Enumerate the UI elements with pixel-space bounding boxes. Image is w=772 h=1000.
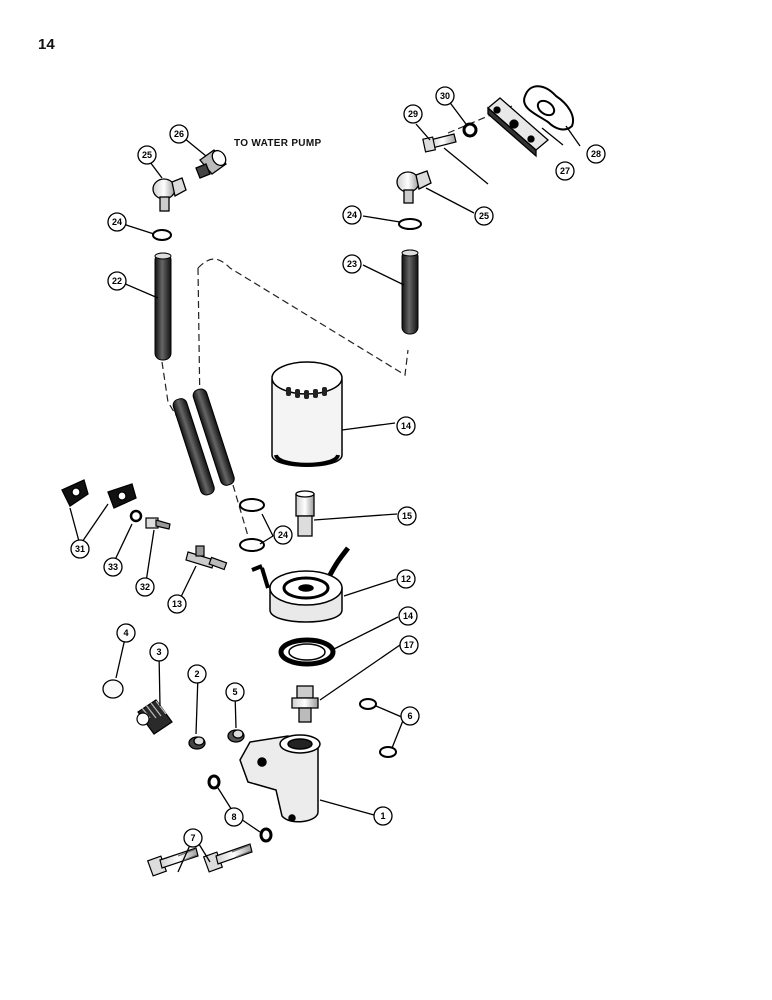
- fitting-26: [195, 149, 227, 179]
- lower-hoses: [172, 388, 235, 496]
- svg-text:7: 7: [190, 833, 195, 843]
- gasket-28: [523, 85, 574, 131]
- svg-text:26: 26: [174, 129, 184, 139]
- callout-1: 1: [373, 806, 393, 826]
- svg-text:4: 4: [123, 628, 128, 638]
- svg-text:24: 24: [112, 217, 122, 227]
- nut-33: [129, 509, 143, 523]
- svg-text:25: 25: [479, 211, 489, 221]
- svg-text:14: 14: [401, 421, 411, 431]
- callout-25-left: 24: [107, 212, 127, 232]
- svg-text:25: 25: [142, 150, 152, 160]
- svg-text:15: 15: [402, 511, 412, 521]
- oil-cooler-12: [251, 546, 350, 623]
- page-number: 14: [38, 36, 55, 53]
- callout-12: 12: [396, 569, 416, 589]
- callout-32: 32: [135, 577, 155, 597]
- clips-31: [61, 479, 137, 509]
- lock-washers-8: [207, 774, 273, 843]
- clamps-25: [152, 218, 422, 552]
- callout-25-right: 24: [342, 205, 362, 225]
- svg-text:6: 6: [407, 711, 412, 721]
- svg-text:1: 1: [380, 811, 385, 821]
- callouts: 25 26 24 22 23 24 25 27 28 29 30 14 15 2…: [70, 86, 606, 848]
- svg-text:13: 13: [172, 599, 182, 609]
- svg-text:12: 12: [401, 574, 411, 584]
- nipple-16: [295, 490, 315, 537]
- plug-2: [188, 736, 206, 750]
- callout-4: 4: [116, 623, 136, 643]
- callout-24-left: 25: [137, 145, 157, 165]
- svg-text:24: 24: [278, 530, 288, 540]
- svg-text:31: 31: [75, 544, 85, 554]
- bolts-7: [146, 843, 253, 877]
- svg-text:22: 22: [112, 276, 122, 286]
- elbow-24-left: [152, 177, 187, 212]
- washer-30: [462, 122, 478, 138]
- o-rings-6: [359, 698, 397, 758]
- bolt-29: [422, 133, 457, 153]
- housing-1: [239, 734, 321, 823]
- elbow-24-right: [396, 170, 432, 204]
- svg-text:32: 32: [140, 582, 150, 592]
- to-water-pump-note: TO WATER PUMP: [234, 138, 322, 149]
- screw-32: [145, 517, 171, 530]
- callout-5: 5: [225, 682, 245, 702]
- callout-16: 15: [397, 506, 417, 526]
- callout-23: 23: [342, 254, 362, 274]
- callout-6: 6: [400, 706, 420, 726]
- callout-7: 7: [183, 828, 203, 848]
- svg-text:28: 28: [591, 149, 601, 159]
- cap-4: [102, 679, 124, 699]
- callout-28: 28: [586, 144, 606, 164]
- callout-27: 27: [555, 161, 575, 181]
- svg-text:23: 23: [347, 259, 357, 269]
- callout-2: 2: [187, 664, 207, 684]
- svg-text:27: 27: [560, 166, 570, 176]
- svg-text:8: 8: [231, 812, 236, 822]
- connector-17: [291, 685, 319, 723]
- callout-22: 22: [107, 271, 127, 291]
- svg-text:2: 2: [194, 669, 199, 679]
- callout-26: 26: [169, 124, 189, 144]
- svg-text:33: 33: [108, 562, 118, 572]
- spring-3: [136, 699, 173, 735]
- callout-29: 29: [403, 104, 423, 124]
- callout-3: 3: [149, 642, 169, 662]
- callout-14: 14: [398, 606, 418, 626]
- callout-17: 17: [399, 635, 419, 655]
- callout-8: 8: [224, 807, 244, 827]
- svg-text:17: 17: [404, 640, 414, 650]
- callout-15: 14: [396, 416, 416, 436]
- seal-14: [278, 637, 336, 667]
- callout-24-right: 25: [474, 206, 494, 226]
- plate-27: [486, 97, 550, 158]
- hose-22: [154, 252, 172, 361]
- svg-text:3: 3: [156, 647, 161, 657]
- svg-text:14: 14: [403, 611, 413, 621]
- callout-30: 30: [435, 86, 455, 106]
- callout-31: 31: [70, 539, 90, 559]
- callout-33: 33: [103, 557, 123, 577]
- plug-5: [227, 729, 245, 743]
- leader-lines: [69, 99, 581, 873]
- tee-13: [185, 545, 228, 571]
- filter-15: [271, 361, 343, 467]
- svg-text:30: 30: [440, 91, 450, 101]
- callout-25-lower: 24: [273, 525, 293, 545]
- callout-13: 13: [167, 594, 187, 614]
- svg-text:5: 5: [232, 687, 237, 697]
- svg-text:29: 29: [408, 109, 418, 119]
- hose-23: [401, 249, 419, 335]
- svg-text:24: 24: [347, 210, 357, 220]
